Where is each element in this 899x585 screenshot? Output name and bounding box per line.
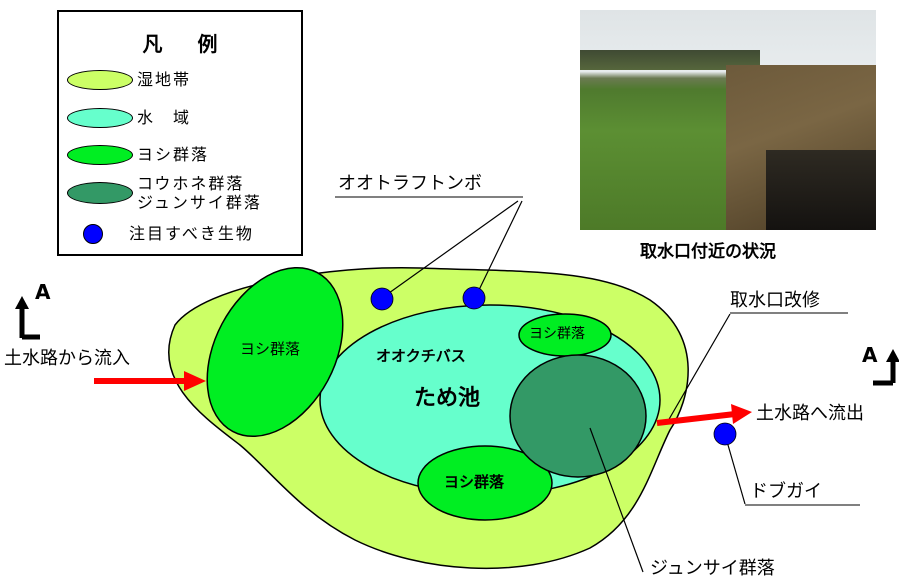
junsai-area — [509, 354, 647, 478]
dragonfly-label: オオトラフトンボ — [338, 173, 482, 194]
legend-label: 水 域 — [137, 108, 192, 128]
legend-label: コウホネ群落 ジュンサイ群落 — [137, 174, 262, 213]
section-marker-left-arrow — [15, 296, 29, 309]
reed-top-right-label: ヨシ群落 — [529, 326, 585, 342]
legend-item-wetland: 湿地帯 — [67, 70, 191, 90]
legend-item-lotus: コウホネ群落 ジュンサイ群落 — [67, 174, 262, 212]
outflow-label: 土水路へ流出 — [756, 403, 864, 424]
goby-leader — [725, 437, 746, 505]
reed-bottom-label: ヨシ群落 — [444, 473, 505, 491]
water-swatch — [67, 108, 133, 128]
outflow-arrow-shaft — [656, 411, 736, 426]
organism-dot-dragonfly-1 — [370, 287, 394, 311]
legend-label: 注目すべき生物 — [129, 224, 254, 244]
legend-label: 湿地帯 — [137, 70, 192, 90]
junsai-leader — [589, 427, 644, 573]
reed-left — [206, 266, 344, 438]
reed-swatch — [67, 145, 133, 165]
reed-bottom — [417, 445, 553, 521]
organism-dot-goby — [713, 422, 737, 446]
wetland-swatch — [67, 70, 133, 90]
legend-title: 凡 例 — [142, 32, 232, 56]
legend-item-reed: ヨシ群落 — [67, 145, 209, 165]
outflow-arrow-head — [731, 404, 752, 424]
section-marker-left-shape — [19, 307, 40, 340]
inflow-label: 土水路から流入 — [4, 348, 130, 369]
section-marker-right: A — [862, 343, 878, 367]
goby-label: ドブガイ — [750, 481, 822, 502]
lotus-swatch — [67, 182, 133, 205]
junsai-label: ジュンサイ群落 — [650, 558, 775, 579]
pond-label: ため池 — [414, 385, 481, 411]
photo-treeline — [580, 50, 760, 70]
section-marker-left: A — [35, 280, 51, 304]
intake-repair-label: 取水口改修 — [730, 290, 820, 311]
section-marker-right-shape — [873, 360, 896, 386]
reed-left-label: ヨシ群落 — [240, 340, 301, 358]
legend-label: ヨシ群落 — [137, 145, 210, 165]
photo-caption: 取水口付近の状況 — [640, 242, 776, 262]
legend: 凡 例 湿地帯 水 域 ヨシ群落 コウホネ群落 ジュンサイ群落 注目すべき生物 — [57, 10, 303, 256]
legend-item-notable: 注目すべき生物 — [59, 224, 254, 244]
inflow-arrow-head — [184, 371, 206, 391]
section-marker-right-arrow — [886, 349, 899, 362]
bass-label: オオクチバス — [376, 347, 466, 365]
dragonfly-leader-2 — [477, 200, 523, 293]
organism-dot-dragonfly-2 — [462, 286, 486, 310]
intake-leader — [667, 313, 731, 422]
legend-item-water: 水 域 — [67, 108, 191, 128]
intake-photo — [580, 10, 876, 230]
dragonfly-leader-1 — [381, 200, 519, 299]
photo-ditch — [766, 150, 876, 230]
notable-dot-icon — [83, 224, 103, 244]
